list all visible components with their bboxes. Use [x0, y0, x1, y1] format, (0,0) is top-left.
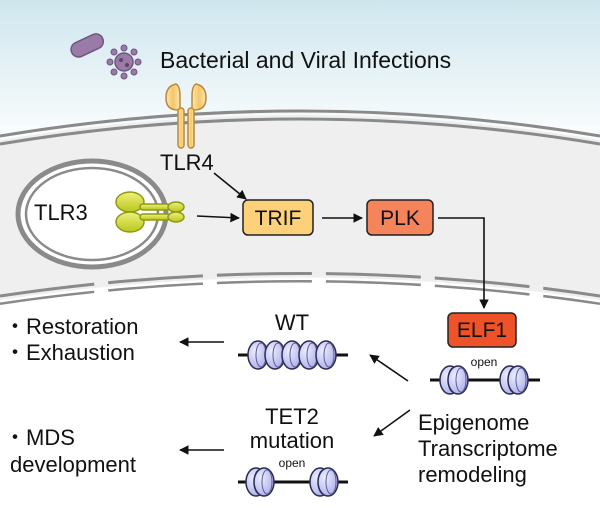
arrow-plk-elf1 [438, 217, 489, 309]
arrow-elf1-wt [369, 354, 409, 382]
tet2-label-line2: mutation [250, 428, 334, 453]
tet2-open-chromatin: open [238, 456, 348, 497]
remodeling-line2: Transcriptome [418, 436, 558, 461]
tet2-label-line1: TET2 [265, 404, 319, 429]
outcome-restoration: ・Restoration [4, 314, 139, 339]
open-label-elf1: open [471, 355, 498, 369]
nuclear-membrane [0, 272, 600, 298]
remodeling-line1: Epigenome [418, 410, 529, 435]
plk-box [366, 199, 434, 236]
arrow-tlr4-trif [213, 172, 247, 200]
plk-label: PLK [380, 207, 420, 230]
plasma-membrane [0, 109, 600, 138]
trif-box [242, 199, 314, 236]
nucleosome-icon [507, 365, 529, 395]
title: Bacterial and Viral Infections [160, 47, 451, 73]
trif-label: TRIF [255, 207, 302, 230]
tlr4-receptor-icon [165, 83, 207, 149]
tlr3-receptor-icon [115, 191, 185, 233]
arrow-tlr3-trif [196, 212, 240, 223]
elf1-box [447, 312, 517, 348]
open-label-tet2: open [279, 456, 306, 470]
nucleosome-icon [315, 340, 337, 370]
wt-label: WT [275, 310, 309, 335]
outcome-exhaustion: ・Exhaustion [4, 340, 135, 365]
nucleosome-icon [317, 467, 339, 497]
wt-closed-chromatin [238, 340, 348, 370]
arrow-remodel-tet2 [373, 409, 411, 437]
tlr4-label: TLR4 [160, 150, 214, 175]
nucleosome-icon [253, 467, 275, 497]
tlr3-label: TLR3 [34, 200, 88, 225]
bacterium-icon [70, 33, 105, 58]
arrows [179, 172, 489, 455]
open-chromatin-elf1: open [430, 355, 540, 395]
outcome-development: development [10, 452, 136, 477]
outcome-mds: ・MDS [4, 425, 75, 450]
elf1-label: ELF1 [457, 319, 507, 342]
virus-icon [106, 44, 142, 80]
nucleosome-icon [447, 365, 469, 395]
plasma-membrane-inner [0, 117, 600, 146]
remodeling-line3: remodeling [418, 462, 527, 487]
